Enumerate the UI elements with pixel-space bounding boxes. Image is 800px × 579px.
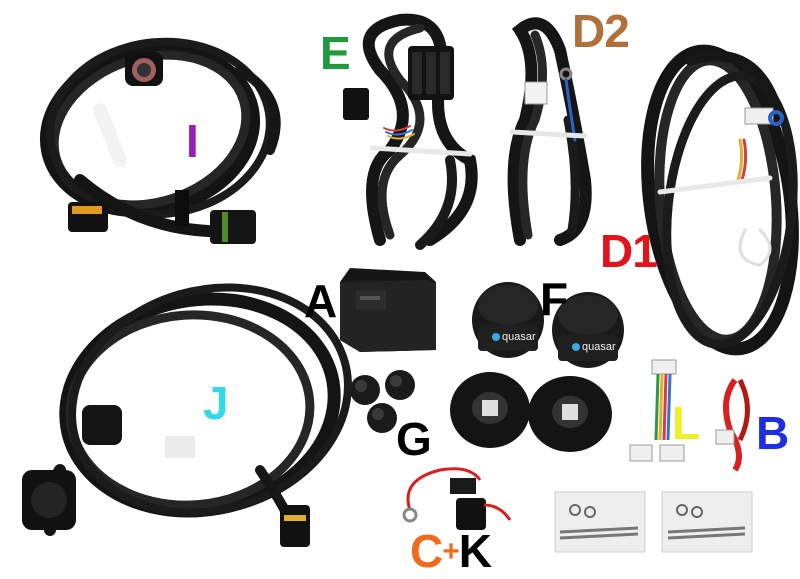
label-i: I bbox=[186, 115, 199, 167]
harness-d2 bbox=[507, 17, 592, 246]
harness-j bbox=[22, 283, 352, 547]
label-plus: + bbox=[442, 535, 460, 568]
wiring-loom-b bbox=[715, 378, 750, 472]
brand-text-left: quasar bbox=[502, 331, 536, 343]
screw-bags bbox=[554, 491, 753, 553]
label-a: A bbox=[304, 275, 337, 327]
harness-d1 bbox=[641, 44, 799, 356]
caps-g bbox=[350, 370, 415, 433]
label-l: L bbox=[672, 397, 700, 449]
wiring-loom-l bbox=[629, 359, 685, 462]
label-g: G bbox=[396, 413, 432, 465]
sockets-f: quasar quasar bbox=[472, 282, 624, 368]
label-d1: D1 bbox=[600, 225, 658, 277]
label-k: K bbox=[458, 525, 492, 577]
harness-i bbox=[39, 37, 281, 244]
label-f: F bbox=[540, 273, 568, 325]
module-a bbox=[340, 268, 436, 352]
harness-e bbox=[343, 13, 478, 250]
label-d2: D2 bbox=[572, 5, 630, 57]
label-j: J bbox=[203, 377, 229, 429]
label-ck: C+K bbox=[410, 525, 492, 577]
fuse-wire-ck bbox=[402, 467, 512, 530]
mounting-plates bbox=[450, 372, 612, 452]
brand-text-right: quasar bbox=[582, 341, 616, 353]
label-e: E bbox=[320, 27, 351, 79]
label-c: C bbox=[410, 525, 443, 577]
label-b: B bbox=[756, 407, 789, 459]
